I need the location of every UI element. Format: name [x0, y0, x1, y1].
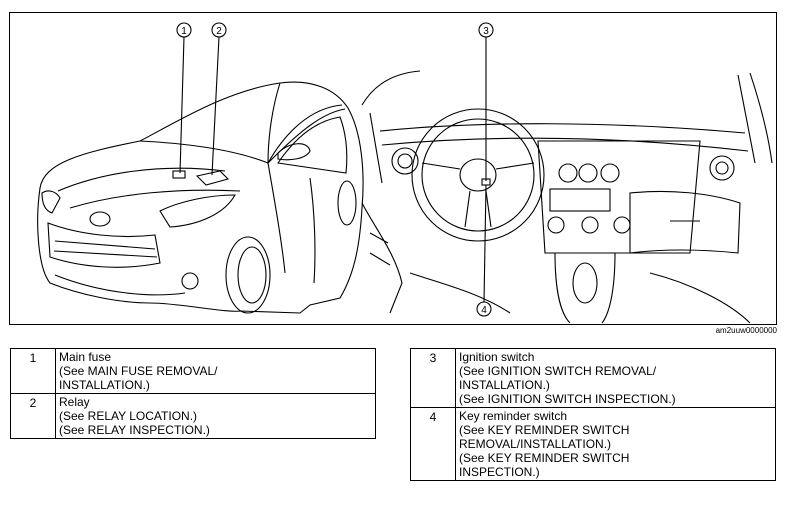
- callout-2: 2: [211, 22, 227, 176]
- callout-1: 1: [176, 22, 192, 174]
- callout-3: 3: [478, 22, 494, 181]
- legend-row: 2 Relay (See RELAY LOCATION.) (See RELAY…: [10, 393, 376, 439]
- svg-text:3: 3: [483, 26, 489, 37]
- illustration-svg: 1 2 3 4: [37, 22, 773, 324]
- image-code: am2uuw0000000: [715, 326, 777, 335]
- legend-number: 2: [10, 393, 56, 439]
- svg-text:1: 1: [181, 26, 187, 37]
- svg-text:2: 2: [216, 26, 222, 37]
- callout-4: 4: [476, 184, 492, 317]
- legend-table-right: 3 Ignition switch (See IGNITION SWITCH R…: [410, 348, 776, 481]
- legend-number: 1: [10, 348, 56, 394]
- legend-row: 3 Ignition switch (See IGNITION SWITCH R…: [410, 348, 776, 408]
- legend-description: Main fuse (See MAIN FUSE REMOVAL/ INSTAL…: [55, 348, 376, 394]
- svg-text:4: 4: [481, 305, 487, 316]
- illustration-frame: 1 2 3 4: [9, 12, 777, 325]
- legend-number: 3: [410, 348, 456, 408]
- legend-row: 1 Main fuse (See MAIN FUSE REMOVAL/ INST…: [10, 348, 376, 394]
- legend-description: Key reminder switch (See KEY REMINDER SW…: [455, 407, 776, 481]
- legend-number: 4: [410, 407, 456, 481]
- legend-description: Relay (See RELAY LOCATION.) (See RELAY I…: [55, 393, 376, 439]
- legend-row: 4 Key reminder switch (See KEY REMINDER …: [410, 407, 776, 481]
- dashboard-illustration: [361, 70, 773, 324]
- car-illustration: [37, 81, 364, 314]
- legend-table-left: 1 Main fuse (See MAIN FUSE REMOVAL/ INST…: [10, 348, 376, 439]
- legend-description: Ignition switch (See IGNITION SWITCH REM…: [455, 348, 776, 408]
